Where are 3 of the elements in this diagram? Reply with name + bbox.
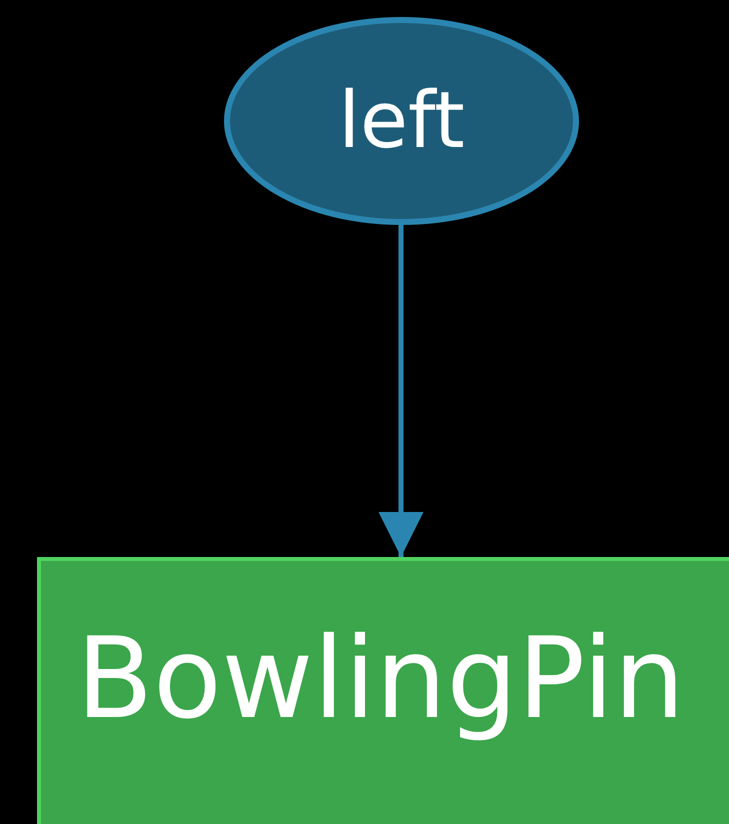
class-box: BowlingPin: [37, 557, 729, 824]
arrow: [378, 225, 424, 557]
ellipse-node: left: [224, 17, 579, 225]
